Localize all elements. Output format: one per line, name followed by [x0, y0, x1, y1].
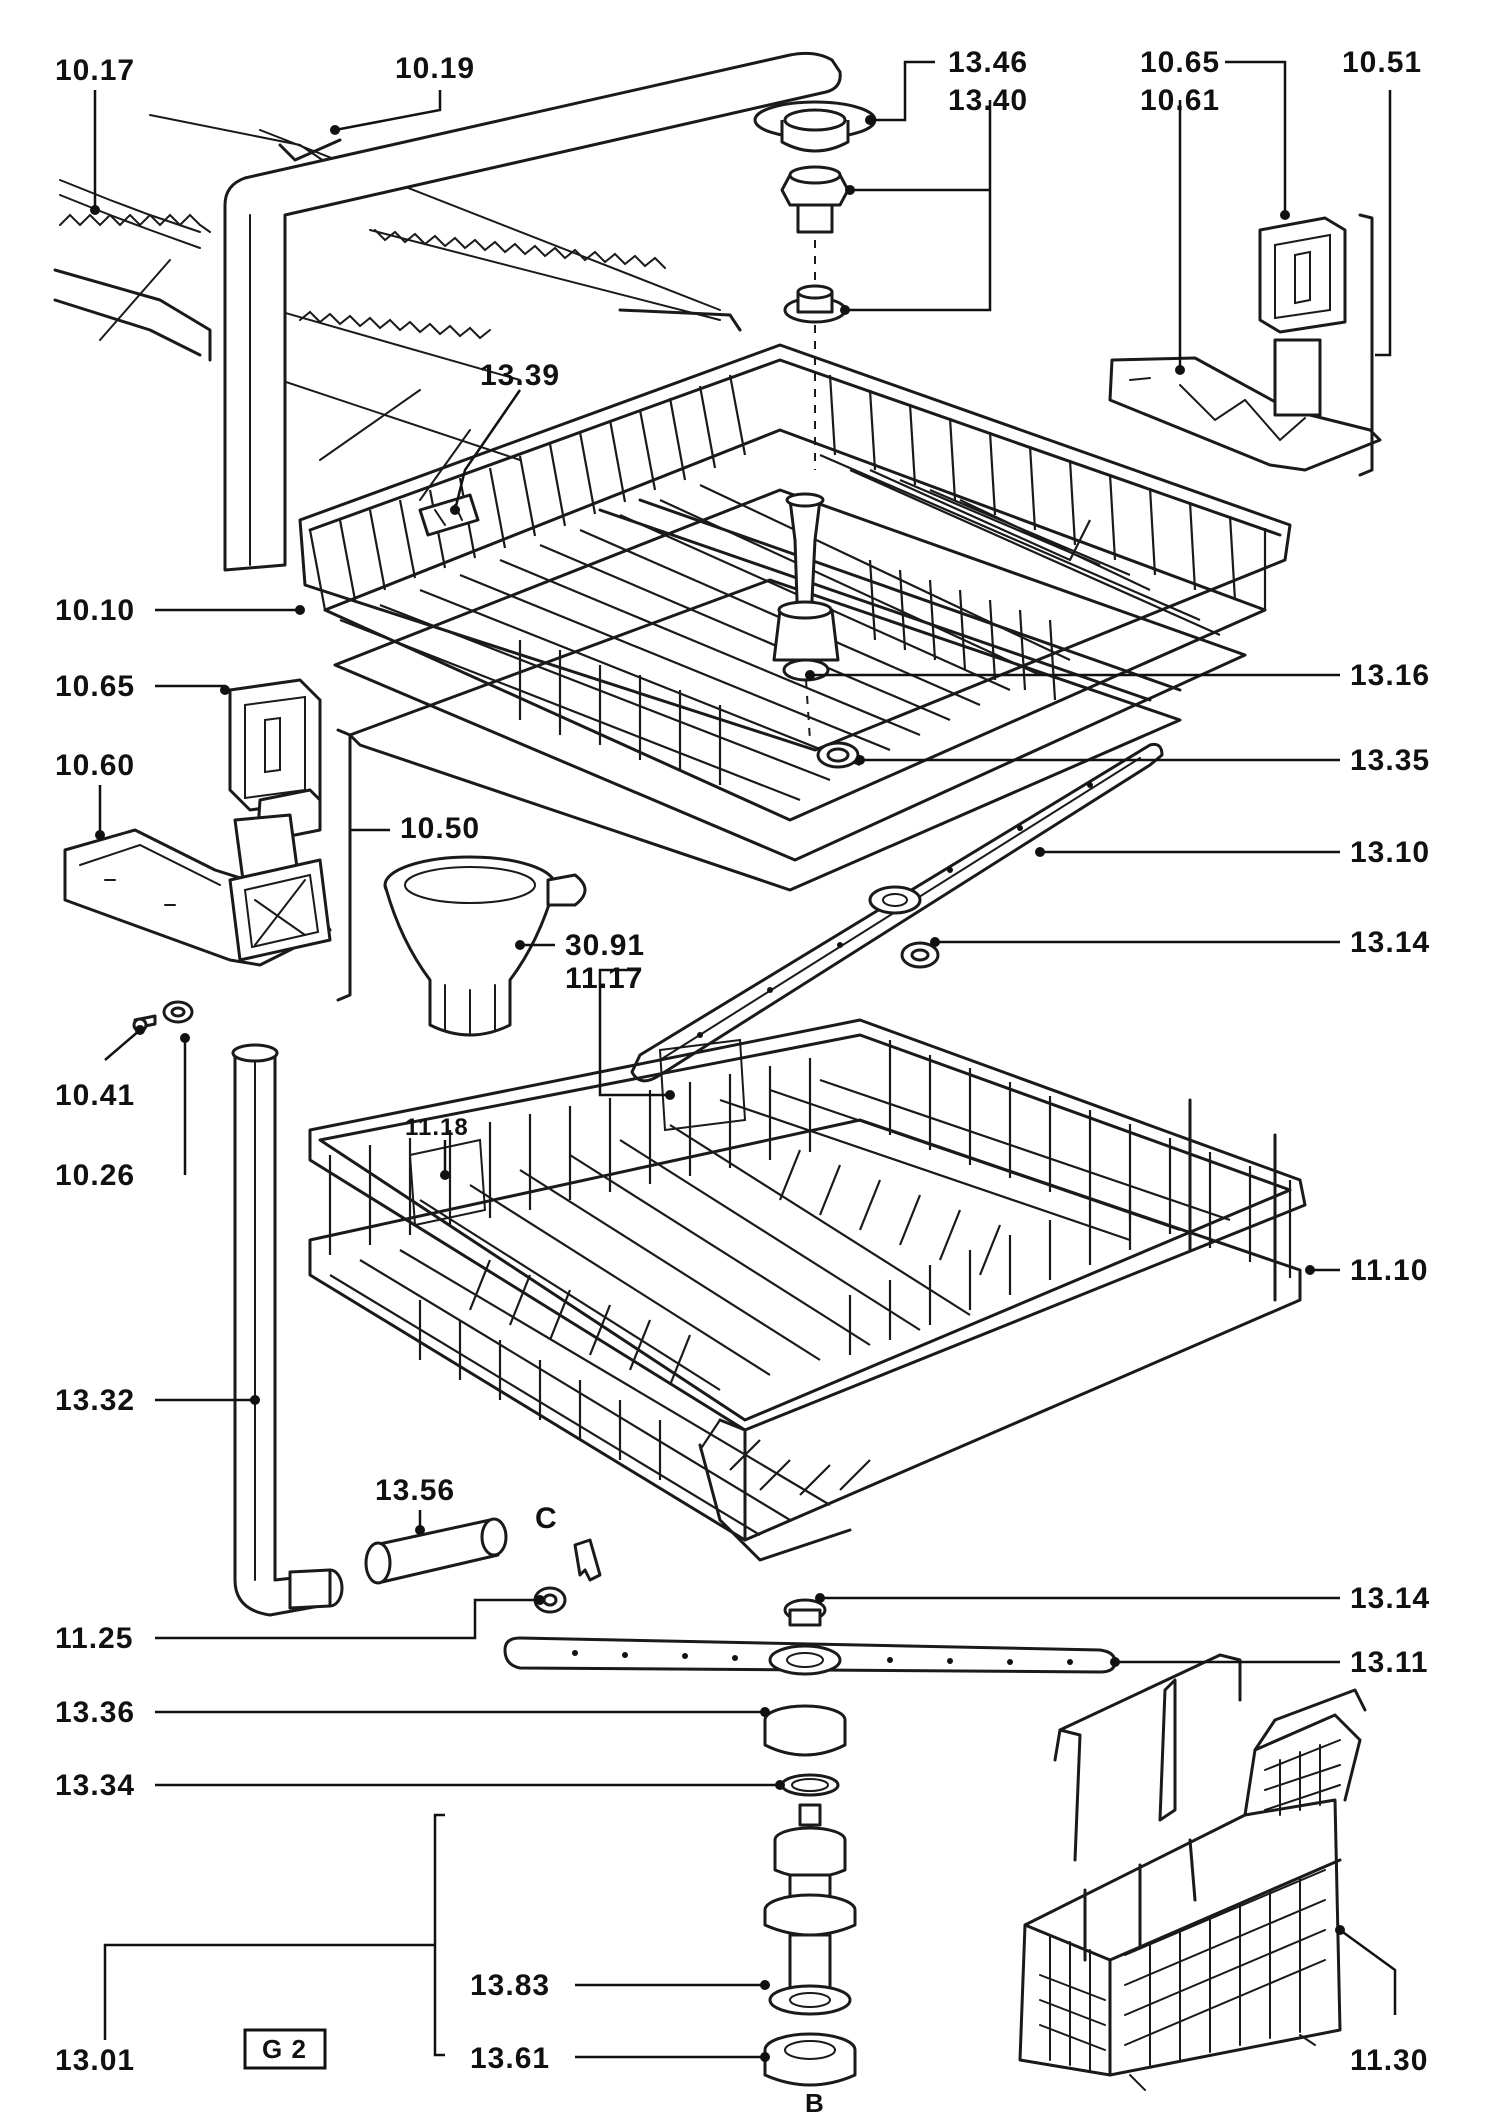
- label-13-61: 13.61: [470, 2042, 550, 2075]
- label-10-65-top: 10.65: [1140, 46, 1220, 79]
- label-11-17: 11.17: [565, 962, 643, 995]
- label-c: C: [535, 1502, 558, 1535]
- label-10-65-left: 10.65: [55, 670, 135, 703]
- label-10-26: 10.26: [55, 1159, 135, 1192]
- label-10-50: 10.50: [400, 812, 480, 845]
- label-13-56: 13.56: [375, 1474, 455, 1507]
- center-sprayer-13-16: [772, 492, 860, 769]
- left-brackets: [63, 678, 352, 1002]
- label-10-41: 10.41: [55, 1079, 135, 1112]
- label-10-10: 10.10: [55, 594, 135, 627]
- lower-basket-11-10: [308, 1018, 1307, 1562]
- sleeve-13-56: [364, 1517, 508, 1585]
- label-13-36: 13.36: [55, 1696, 135, 1729]
- funnel-30-91: [383, 855, 587, 1037]
- upper-basket-10-10: [298, 343, 1292, 892]
- label-13-35: 13.35: [1350, 744, 1430, 777]
- upper-spray-arm-13-10: [630, 743, 1164, 1083]
- label-13-34: 13.34: [55, 1769, 135, 1802]
- leader-lines: [90, 60, 1397, 2062]
- label-10-61: 10.61: [1140, 84, 1220, 117]
- feed-tube-13-32: [231, 1043, 344, 1617]
- label-11-30: 11.30: [1350, 2044, 1428, 2077]
- label-13-11: 13.11: [1350, 1646, 1428, 1679]
- label-13-83: 13.83: [470, 1969, 550, 2002]
- label-b: B: [805, 2088, 825, 2118]
- cutlery-basket-11-30: [1018, 1653, 1367, 2091]
- lower-spray-stack: [503, 1598, 1117, 2087]
- rail-10-19: [223, 51, 842, 572]
- label-10-17: 10.17: [55, 54, 135, 87]
- label-13-14-top: 13.14: [1350, 926, 1430, 959]
- label-10-19: 10.19: [395, 52, 475, 85]
- label-13-14-bottom: 13.14: [1350, 1582, 1430, 1615]
- clip-13-39: [418, 493, 480, 537]
- label-11-18: 11.18: [405, 1114, 469, 1141]
- label-10-60: 10.60: [55, 749, 135, 782]
- label-13-46: 13.46: [948, 46, 1028, 79]
- label-13-40: 13.40: [948, 84, 1028, 117]
- nut-13-14-top: [900, 941, 940, 969]
- top-spray-nozzle-fittings: [753, 100, 877, 470]
- label-11-10: 11.10: [1350, 1254, 1428, 1287]
- label-g2: G 2: [262, 2034, 307, 2064]
- label-13-32: 13.32: [55, 1384, 135, 1417]
- label-30-91: 30.91: [565, 929, 645, 962]
- label-13-16: 13.16: [1350, 659, 1430, 692]
- callout-labels: 10.17 10.19 13.46 13.40 10.65 10.61 10.5…: [55, 46, 1430, 2118]
- label-10-51: 10.51: [1342, 46, 1422, 79]
- label-13-39: 13.39: [480, 359, 560, 392]
- label-13-10: 13.10: [1350, 836, 1430, 869]
- top-right-brackets: [1108, 213, 1382, 477]
- g2-box: [243, 2028, 327, 2070]
- label-13-01: 13.01: [55, 2044, 135, 2077]
- label-11-25: 11.25: [55, 1622, 133, 1655]
